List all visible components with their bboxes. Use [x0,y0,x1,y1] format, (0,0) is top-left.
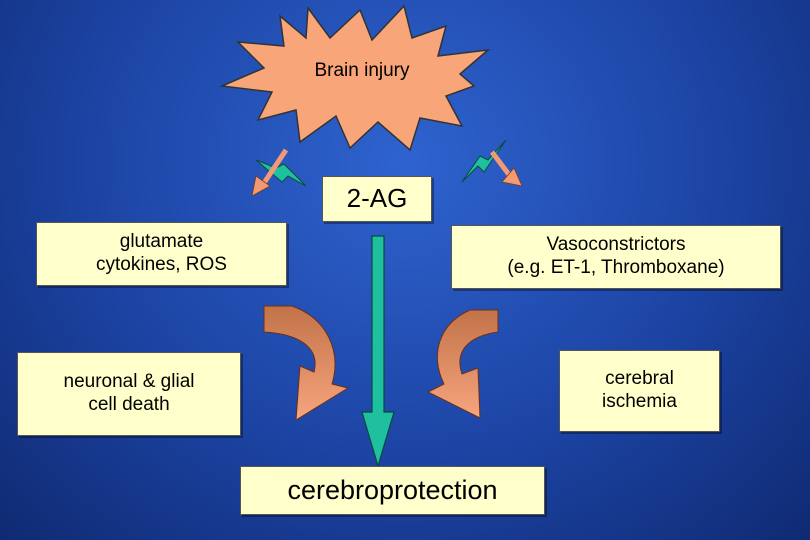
curved-arrow-left [263,305,350,421]
lightning-bolt-right-icon [461,139,507,183]
arrow-2ag-to-cerebroprotection [361,235,395,469]
arrow-injury-to-right [490,150,523,187]
box-glutamate-cytokines: glutamate cytokines, ROS [36,222,287,286]
box-neuronal-cell-death: neuronal & glial cell death [17,352,241,436]
box-cerebroprotection: cerebroprotection [240,466,545,515]
arrow-injury-to-left [251,148,289,197]
box-cerebral-ischemia: cerebral ischemia [559,350,720,432]
box-vasoconstrictors: Vasoconstrictors (e.g. ET-1, Thromboxane… [451,225,781,289]
agent-box-2ag: 2-AG [322,176,432,222]
curved-arrow-right [426,309,499,419]
brain-injury-label: Brain injury [314,60,410,81]
brain-injury-burst [219,4,491,152]
